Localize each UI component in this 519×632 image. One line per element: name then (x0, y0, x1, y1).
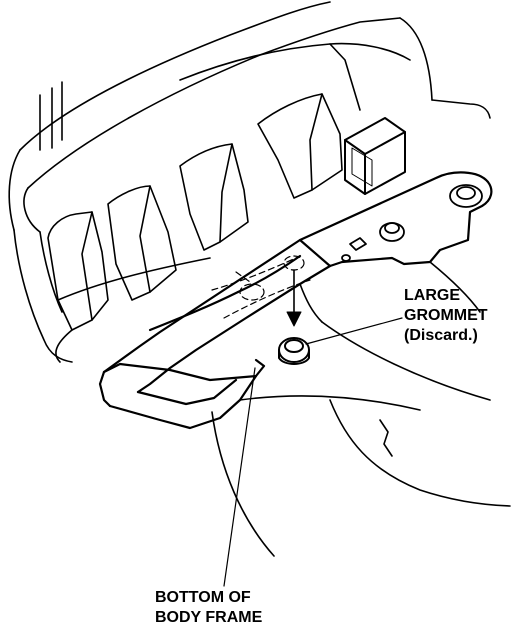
housing-ribs (47, 93, 343, 363)
body-housing (8, 1, 491, 363)
bracket-holes (341, 184, 483, 262)
mount-block (344, 117, 406, 195)
support-bracket (98, 171, 493, 430)
large-grommet-label-line2: GROMMET (404, 307, 488, 324)
bottom-of-body-frame-label-line1: BOTTOM OF (155, 589, 251, 606)
bottom-of-body-frame-label: BOTTOM OF BODY FRAME (155, 588, 262, 628)
bottom-of-body-frame-label-line2: BODY FRAME (155, 609, 263, 626)
large-grommet-part (278, 337, 310, 365)
grommet-removal-arrow (286, 269, 302, 327)
large-grommet-label-line1: LARGE (404, 287, 460, 304)
leader-lines (223, 317, 403, 587)
large-grommet-label-line3: (Discard.) (404, 327, 478, 344)
body-frame-curves (211, 261, 511, 557)
large-grommet-label: LARGE GROMMET (Discard.) (404, 286, 488, 346)
